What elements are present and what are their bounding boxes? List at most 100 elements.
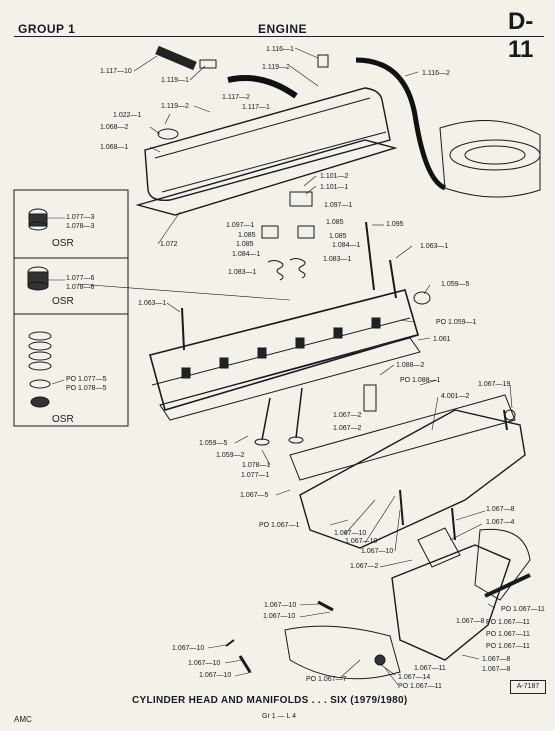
hydraulic-lifter xyxy=(363,384,377,412)
part-label: 1.059—5 xyxy=(199,440,228,447)
part-label: PO 1.067—11 xyxy=(501,606,545,613)
pcv-valve xyxy=(199,59,217,69)
page-code: D-11 xyxy=(508,8,534,63)
pushrod xyxy=(365,221,375,291)
part-label: 1.067—5 xyxy=(240,492,269,499)
part-label: 1.088—2 xyxy=(396,362,425,369)
part-label: PO 1.067—1 xyxy=(259,522,300,529)
group-label: GROUP 1 xyxy=(18,22,76,36)
part-label: 1.067—19 xyxy=(478,381,511,388)
part-label: 1.063—1 xyxy=(420,243,449,250)
inset-box-3 xyxy=(13,313,129,427)
part-label: 1.067—10 xyxy=(361,548,394,555)
part-label: 1.067—8 xyxy=(456,618,485,625)
inset-label: 1.078—3 xyxy=(66,223,95,230)
pcv-hose-long xyxy=(355,57,447,191)
part-label: 1.022—1 xyxy=(113,112,142,119)
seal-rings-icon xyxy=(28,331,52,408)
part-label: 1.097—1 xyxy=(324,202,353,209)
carb-gasket xyxy=(417,527,461,568)
part-label: 1.067—10 xyxy=(188,660,221,667)
part-label: 1.061 xyxy=(433,336,451,343)
part-label: 1.119—2 xyxy=(161,103,189,110)
part-label: 1.067—4 xyxy=(486,519,515,526)
part-label: 1.119—2 xyxy=(262,64,290,71)
footer-page-ref: Gr 1 — L 4 xyxy=(262,713,296,720)
part-label: 1.078—1 xyxy=(242,462,271,469)
part-label: 1.077—1 xyxy=(241,472,270,479)
inset-caption: OSR xyxy=(52,414,74,425)
inset-caption: OSR xyxy=(52,296,74,307)
exhaust-outlet xyxy=(474,528,531,601)
part-label: 1.059—5 xyxy=(441,281,470,288)
part-label: 1.116—1 xyxy=(266,46,294,53)
part-label: 1.067—10 xyxy=(199,672,232,679)
part-label: 1.101—2 xyxy=(320,173,349,180)
part-label: 1.067—8 xyxy=(482,666,511,673)
part-label: 1.067—2 xyxy=(333,412,362,419)
part-label: 1.117—10 xyxy=(100,68,132,75)
part-label: 1.067—10 xyxy=(334,530,367,537)
hose-connector xyxy=(317,54,329,68)
part-label: 1.084—1 xyxy=(332,242,361,249)
part-label: PO 1.067—11 xyxy=(398,683,442,690)
part-label: PO 1.059—1 xyxy=(436,319,477,326)
part-label: 1.067—10 xyxy=(263,613,296,620)
part-label: 1.116—2 xyxy=(422,70,450,77)
part-label: 1.095 xyxy=(386,221,404,228)
part-label: 1.067—10 xyxy=(345,538,378,545)
section-title: ENGINE xyxy=(258,22,308,36)
cylinder-head xyxy=(149,289,419,411)
exhaust-manifold-lower xyxy=(391,544,511,661)
rocker-bridge xyxy=(289,191,313,207)
part-label: 1.083—1 xyxy=(323,256,352,263)
part-label: 1.097—1 xyxy=(226,222,255,229)
figure-reference: A-7187 xyxy=(510,680,546,694)
inset-caption: OSR xyxy=(52,238,74,249)
part-label: 1.068—1 xyxy=(100,144,129,151)
part-label: 1.117—2 xyxy=(222,94,250,101)
valve-seal-icon-1 xyxy=(28,208,48,231)
pcv-hose-short xyxy=(227,75,298,99)
part-label: PO 1.067—7 xyxy=(306,676,347,683)
part-label: 4.001—2 xyxy=(441,393,470,400)
head-gasket xyxy=(159,337,421,421)
part-label: 1.068—2 xyxy=(100,124,129,131)
intake-valve xyxy=(261,397,271,441)
air-cleaner-partial xyxy=(439,120,541,198)
manifold-gasket xyxy=(289,394,516,481)
part-label: 1.084—1 xyxy=(232,251,261,258)
part-label: 1.067—2 xyxy=(333,425,362,432)
part-label: 1.067—10 xyxy=(264,602,297,609)
exhaust-pipe-flange xyxy=(284,625,401,680)
inset-label: 1.077—3 xyxy=(66,214,95,221)
part-label: PO 1.067—11 xyxy=(486,631,530,638)
inset-label: PO 1.078—5 xyxy=(66,385,107,392)
header-divider xyxy=(14,36,544,37)
part-label: 1.085 xyxy=(238,232,256,239)
valve-spring-2 xyxy=(289,258,306,279)
inset-label: 1.078—6 xyxy=(66,284,95,291)
part-label: 1.067—2 xyxy=(350,563,379,570)
part-label: 1.085 xyxy=(329,233,347,240)
valve-cover xyxy=(144,87,391,201)
part-label: 1.072 xyxy=(160,241,178,248)
part-label: PO 1.088—1 xyxy=(400,377,441,384)
inset-label: 1.077—6 xyxy=(66,275,95,282)
part-label: 1.067—10 xyxy=(172,645,205,652)
breather-hose xyxy=(155,45,197,71)
rocker-arm xyxy=(261,225,279,239)
core-plug xyxy=(413,291,431,305)
part-label: PO 1.067—11 xyxy=(486,619,530,626)
exhaust-valve xyxy=(295,387,303,439)
figure-caption: CYLINDER HEAD AND MANIFOLDS . . . SIX (1… xyxy=(132,695,408,706)
part-label: 1.117—1 xyxy=(242,104,270,111)
intake-manifold xyxy=(299,409,526,549)
part-label: 1.067—11 xyxy=(414,665,446,672)
part-label: 1.059—2 xyxy=(216,452,245,459)
part-label: 1.085 xyxy=(326,219,344,226)
part-label: 1.067—14 xyxy=(398,674,431,681)
footer-brand: AMC xyxy=(14,715,32,724)
